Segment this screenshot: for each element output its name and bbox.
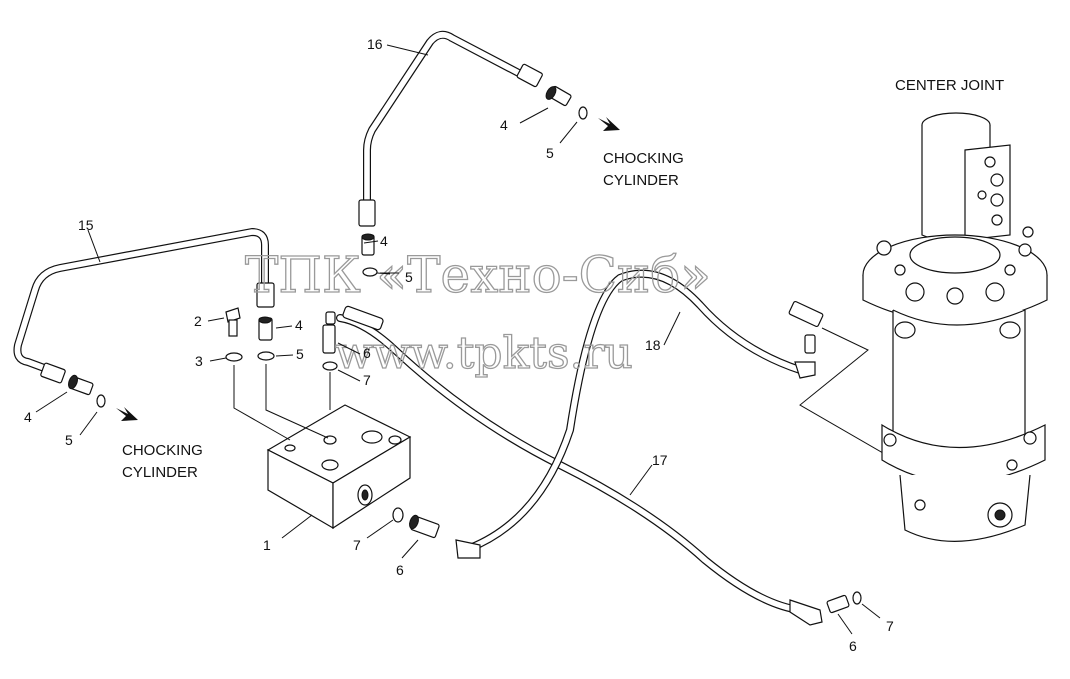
label-chocking-top-2: CYLINDER — [603, 172, 679, 189]
label-5b: 5 — [405, 269, 413, 285]
fitting-6-bottom — [409, 514, 440, 539]
fitting-4-top — [545, 85, 572, 107]
arrow-left — [116, 407, 138, 421]
label-center-joint: CENTER JOINT — [895, 77, 1004, 94]
label-1: 1 — [263, 537, 271, 553]
label-5d: 5 — [65, 432, 73, 448]
watermark-line2: www.tpkts.ru — [335, 328, 633, 379]
center-joint — [862, 112, 1048, 542]
joint-leader — [799, 327, 896, 461]
valve-block-1 — [266, 404, 412, 530]
seal-5-left — [96, 394, 106, 408]
label-chocking-top-1: CHOCKING — [603, 150, 684, 167]
bolt-2 — [225, 307, 241, 337]
label-15: 15 — [78, 217, 94, 233]
seal-7-bottom — [392, 507, 404, 523]
watermark-line1: ТПК «Техно-Сиб» — [245, 246, 711, 304]
label-16: 16 — [367, 36, 383, 52]
label-3: 3 — [195, 353, 203, 369]
washer-3 — [225, 352, 243, 362]
fitting-4-left — [68, 374, 94, 396]
pipe-15 — [13, 228, 275, 384]
fitting-6-top — [322, 311, 336, 354]
label-17: 17 — [652, 452, 668, 468]
fitting-4-block — [258, 316, 273, 341]
label-4c: 4 — [295, 317, 303, 333]
label-chocking-left-1: CHOCKING — [122, 442, 203, 459]
label-6b: 6 — [396, 562, 404, 578]
label-7c: 7 — [886, 618, 894, 634]
watermark: ТПК «Техно-Сиб» www.tpkts.ru — [244, 245, 711, 379]
arrow-top — [598, 117, 620, 131]
leader-lines — [233, 364, 331, 441]
label-4b: 4 — [380, 233, 388, 249]
label-chocking-left-2: CYLINDER — [122, 464, 198, 481]
sensor-fitting — [788, 300, 824, 354]
fitting-4-mid — [361, 233, 375, 256]
pipe-16 — [358, 30, 543, 227]
label-5c: 5 — [296, 346, 304, 362]
label-6c: 6 — [849, 638, 857, 654]
label-5a: 5 — [546, 145, 554, 161]
label-leaders — [35, 44, 881, 635]
label-18: 18 — [645, 337, 661, 353]
label-6a: 6 — [363, 345, 371, 361]
seal-7-right — [852, 591, 862, 605]
fitting-6-right — [826, 594, 850, 614]
label-4d: 4 — [24, 409, 32, 425]
label-4a: 4 — [500, 117, 508, 133]
seal-5-mid — [362, 267, 378, 277]
seal-5-top — [578, 106, 588, 120]
label-7b: 7 — [353, 537, 361, 553]
text-labels: CENTER JOINT CHOCKING CYLINDER CHOCKING … — [24, 36, 1004, 654]
seal-5-block — [257, 351, 275, 361]
hose-18 — [455, 269, 816, 559]
label-7a: 7 — [363, 372, 371, 388]
label-2: 2 — [194, 313, 202, 329]
seal-7-top — [322, 361, 338, 371]
